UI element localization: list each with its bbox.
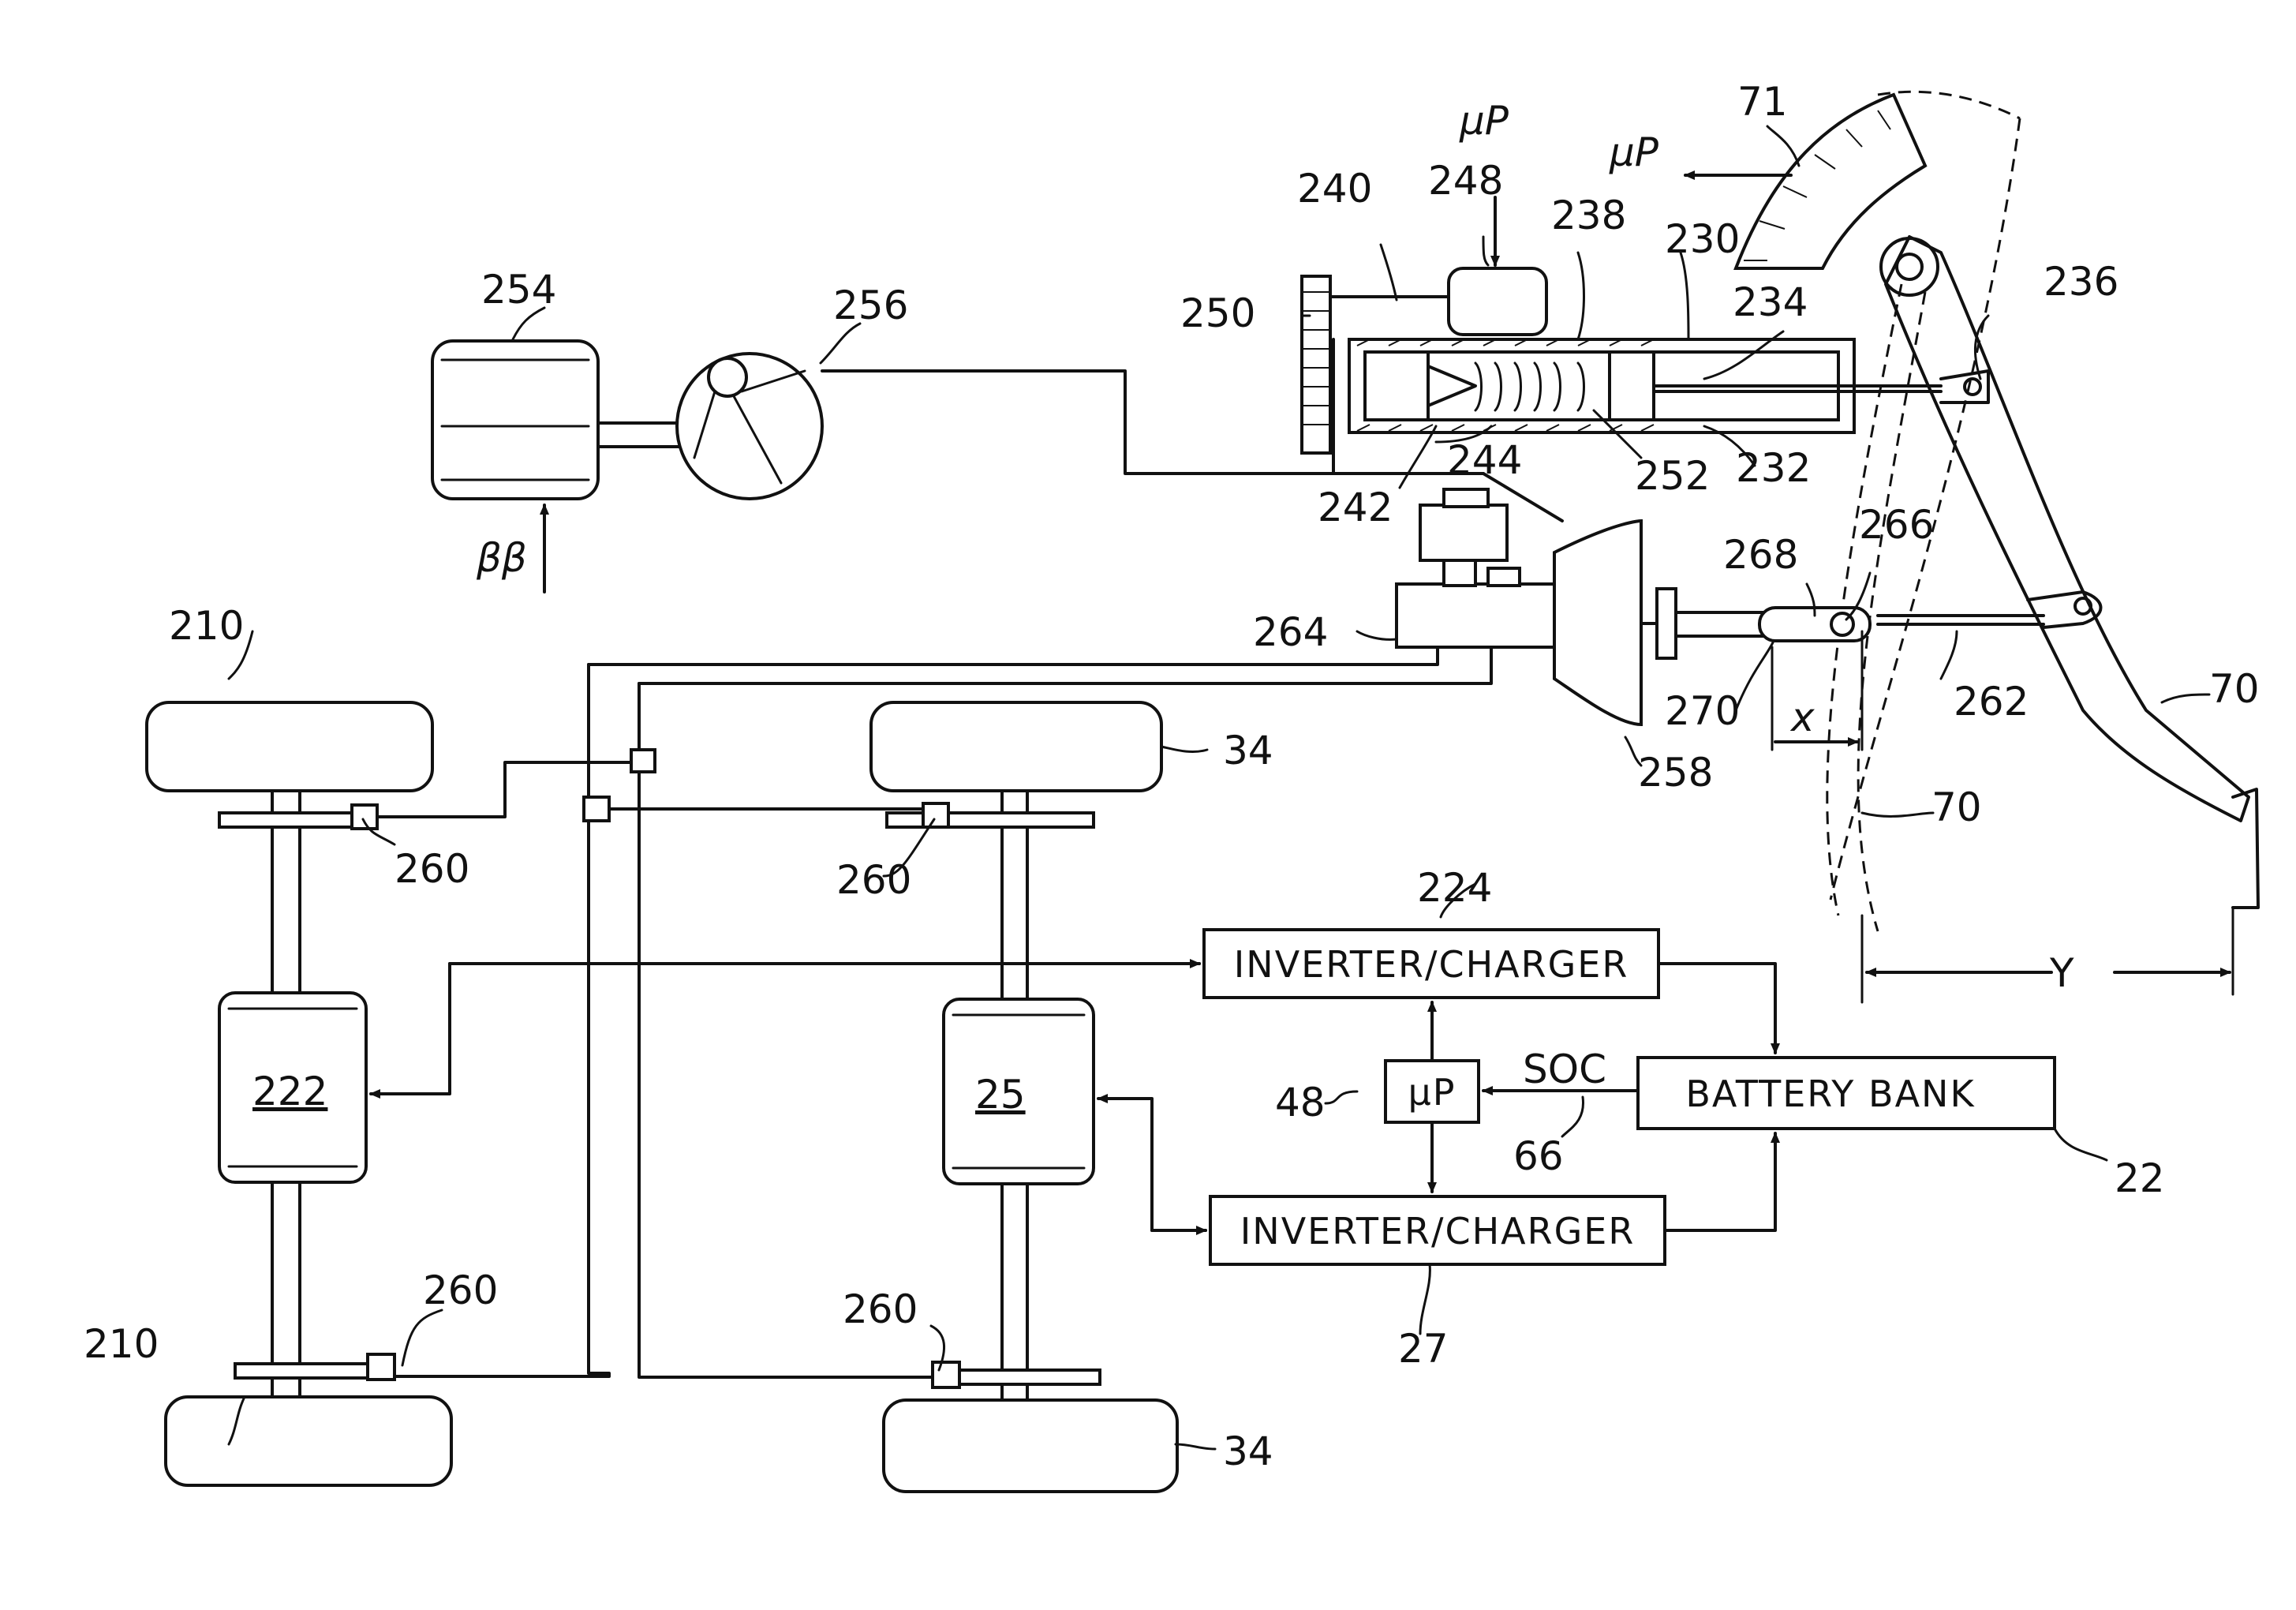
ref-27: 27	[1398, 1326, 1449, 1372]
ref-260-c: 260	[423, 1267, 498, 1313]
battery-bank-label: BATTERY BANK	[1685, 1073, 1975, 1115]
ref-up-sensor: μP	[1609, 129, 1659, 175]
tee-fitting-upper	[631, 750, 655, 772]
ref-256: 256	[833, 283, 908, 328]
ref-up-top: μP	[1459, 98, 1509, 144]
ref-22: 22	[2115, 1155, 2165, 1201]
ref-264: 264	[1253, 609, 1328, 655]
ref-34-top: 34	[1223, 728, 1273, 773]
tee-fitting-lower	[584, 797, 609, 821]
reservoir	[1420, 505, 1507, 560]
wheel-210-top	[147, 702, 432, 791]
ref-240: 240	[1297, 166, 1372, 212]
ref-x: x	[1789, 695, 1815, 740]
ref-71: 71	[1737, 79, 1788, 125]
ref-266: 266	[1859, 502, 1934, 548]
ref-y: Y	[2049, 950, 2074, 996]
brake-simulator-230	[1302, 197, 1988, 453]
ref-260-a: 260	[395, 846, 469, 892]
ref-244: 244	[1447, 437, 1522, 483]
soc-label: SOC	[1523, 1046, 1606, 1092]
ref-262: 262	[1954, 679, 2029, 724]
inverter-charger-224-label: INVERTER/CHARGER	[1234, 943, 1629, 986]
master-cylinder-264	[1397, 584, 1554, 647]
ref-70-solid: 70	[2209, 666, 2260, 712]
booster-258	[1554, 521, 1641, 724]
ref-48: 48	[1275, 1080, 1326, 1125]
ref-250: 250	[1180, 290, 1255, 336]
sensor-260-right-bottom	[933, 1362, 959, 1387]
inverter-charger-27-label: INVERTER/CHARGER	[1240, 1210, 1636, 1252]
ref-238: 238	[1551, 193, 1626, 238]
ref-268: 268	[1723, 532, 1798, 578]
ref-258: 258	[1638, 750, 1713, 796]
valve-248	[1449, 268, 1546, 335]
ref-248: 248	[1428, 158, 1503, 204]
ref-234: 234	[1733, 279, 1808, 325]
ref-242: 242	[1318, 485, 1393, 530]
wheel-210-bottom	[166, 1397, 451, 1485]
ref-25: 25	[975, 1072, 1026, 1118]
ref-bb: ββ	[476, 535, 527, 581]
brake-disc-right-top	[887, 813, 1094, 827]
ref-260-b: 260	[836, 857, 911, 903]
brake-disc-left-top	[219, 813, 360, 827]
microprocessor-label: μP	[1408, 1071, 1456, 1114]
ref-210-bottom: 210	[84, 1321, 159, 1367]
brake-disc-left-bottom	[235, 1364, 376, 1378]
ref-66: 66	[1513, 1133, 1564, 1179]
ref-224: 224	[1417, 865, 1492, 911]
gear-250	[1302, 276, 1330, 453]
ref-270: 270	[1665, 688, 1740, 734]
sensor-260-left-bottom	[368, 1354, 395, 1380]
ref-236: 236	[2044, 259, 2118, 305]
ref-230: 230	[1665, 216, 1740, 262]
ref-70-dashed: 70	[1931, 784, 1982, 830]
ref-260-d: 260	[843, 1286, 918, 1332]
ref-210-top: 210	[169, 603, 244, 649]
ref-34-bottom: 34	[1223, 1428, 1273, 1474]
wheel-34-top	[871, 702, 1161, 791]
ref-232: 232	[1736, 445, 1811, 491]
sensor-260-right-top	[923, 803, 948, 827]
sensor-260-left-top	[352, 805, 377, 829]
ref-222: 222	[252, 1069, 327, 1114]
ref-254: 254	[481, 267, 556, 313]
motor-254	[432, 341, 598, 499]
ref-252: 252	[1635, 453, 1710, 499]
wheel-34-bottom	[884, 1400, 1177, 1492]
control-electronics: INVERTER/CHARGER INVERTER/CHARGER BATTER…	[371, 884, 2107, 1334]
